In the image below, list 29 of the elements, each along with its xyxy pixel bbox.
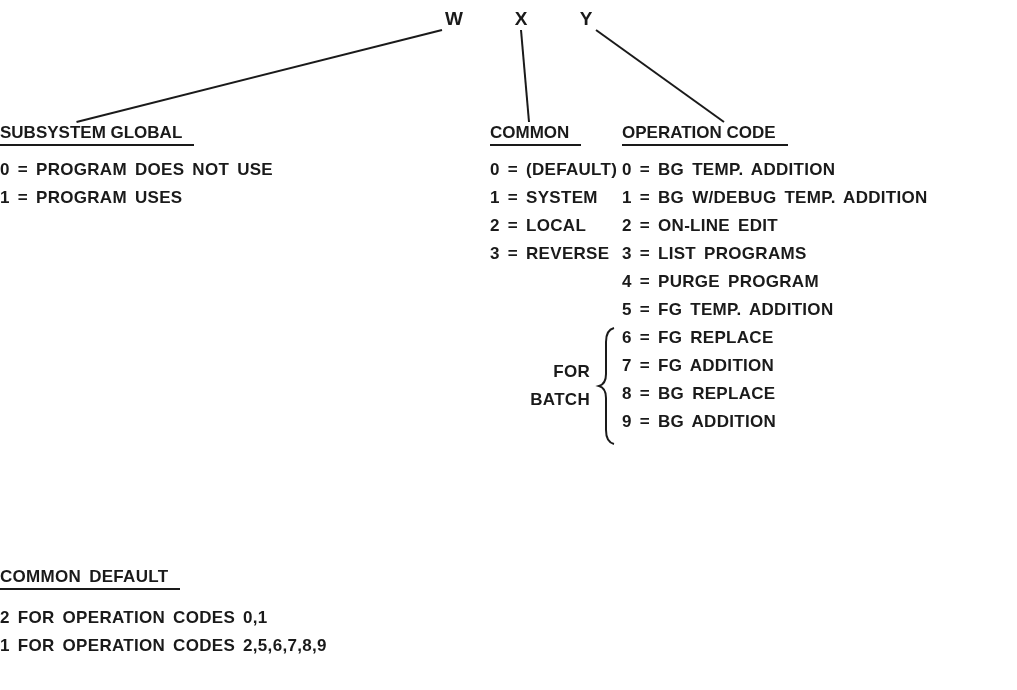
code-definition: 5 = FG TEMP. ADDITION (622, 299, 835, 321)
section-heading: SUBSYSTEM GLOBAL (0, 122, 195, 146)
code-definition: 6 = FG REPLACE (622, 327, 775, 349)
group-label: FOR BATCH (529, 361, 590, 411)
connector-line (520, 29, 530, 123)
code-definition: 8 = BG REPLACE (622, 383, 777, 405)
code-definition: 1 = SYSTEM (490, 187, 599, 209)
code-definition: 4 = PURGE PROGRAM (622, 271, 820, 293)
code-definition: 2 = LOCAL (490, 215, 588, 237)
code-definition: 3 = LIST PROGRAMS (622, 243, 808, 265)
code-definition: 0 = (DEFAULT) (490, 159, 619, 181)
code-definition: 2 = ON-LINE EDIT (622, 215, 779, 237)
note-text: 2 FOR OPERATION CODES 0,1 (0, 607, 268, 629)
code-definition: 0 = BG TEMP. ADDITION (622, 159, 837, 181)
section-heading: OPERATION CODE (622, 122, 788, 146)
code-definition: 0 = PROGRAM DOES NOT USE (0, 159, 274, 181)
section-heading: COMMON (490, 122, 582, 146)
code-definition: 1 = BG W/DEBUG TEMP. ADDITION (622, 187, 929, 209)
code-definition: 3 = REVERSE (490, 243, 611, 265)
connector-line (75, 29, 443, 123)
code-definition: 1 = PROGRAM USES (0, 187, 184, 209)
code-definition: 9 = BG ADDITION (622, 411, 778, 433)
variable-letter: X (511, 8, 531, 30)
connector-line (595, 29, 725, 123)
note-text: 1 FOR OPERATION CODES 2,5,6,7,8,9 (0, 635, 327, 657)
variable-letter: Y (576, 8, 596, 30)
variable-letter: W (442, 8, 466, 30)
code-definition: 7 = FG ADDITION (622, 355, 776, 377)
section-heading: COMMON DEFAULT (0, 566, 181, 590)
